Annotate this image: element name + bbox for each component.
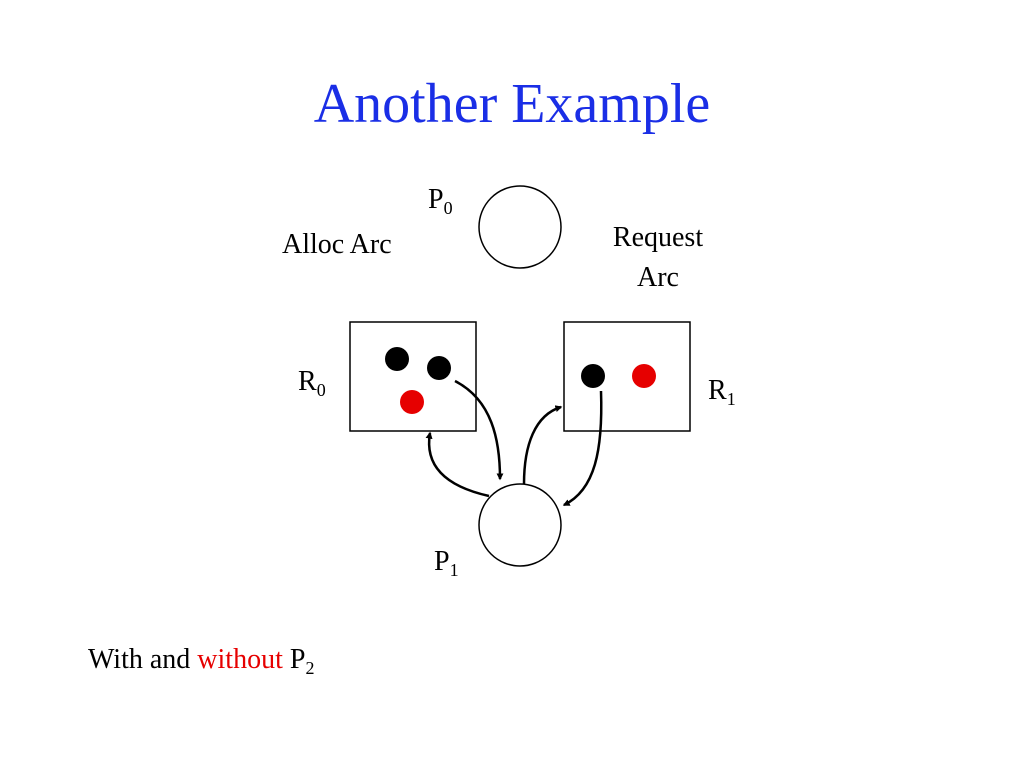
process-p0-node — [478, 185, 562, 269]
arc-r0-to-p1 — [454, 379, 504, 481]
r0-label: R0 — [298, 366, 326, 400]
process-p1-node — [478, 483, 562, 567]
p0-label: P0 — [428, 184, 453, 218]
footer-text-b: P — [282, 644, 306, 675]
r1-instance-free — [632, 364, 656, 388]
r0-name: R — [298, 366, 317, 397]
p1-subscript: 1 — [449, 560, 459, 580]
p1-label: P1 — [434, 546, 459, 580]
footer-subscript: 2 — [305, 658, 315, 678]
r0-instance-free — [400, 390, 424, 414]
r0-subscript: 0 — [316, 380, 326, 400]
arc-r1-to-p1 — [562, 390, 603, 507]
footer-text-a: With and — [88, 644, 198, 675]
footer-note: With and without P2 — [88, 643, 314, 677]
resource-r0-box — [349, 321, 477, 432]
p1-name: P — [434, 546, 450, 577]
arc-p1-to-r1 — [522, 405, 563, 485]
footer-text-highlight: without — [197, 644, 283, 675]
request-arc-line1: Request — [612, 222, 704, 253]
r0-instance-held-2 — [427, 356, 451, 380]
arc-p1-to-r0 — [425, 431, 490, 498]
alloc-arc-label: Alloc Arc — [282, 229, 392, 260]
r1-name: R — [708, 375, 727, 406]
r0-instance-held-1 — [385, 347, 409, 371]
r1-label: R1 — [708, 375, 736, 409]
request-arc-line2: Arc — [637, 262, 679, 293]
p0-subscript: 0 — [443, 198, 453, 218]
slide-title: Another Example — [313, 73, 711, 135]
r1-instance-held — [581, 364, 605, 388]
request-arc-label: Request Arc — [596, 222, 720, 294]
p0-name: P — [428, 184, 444, 215]
r1-subscript: 1 — [726, 389, 736, 409]
